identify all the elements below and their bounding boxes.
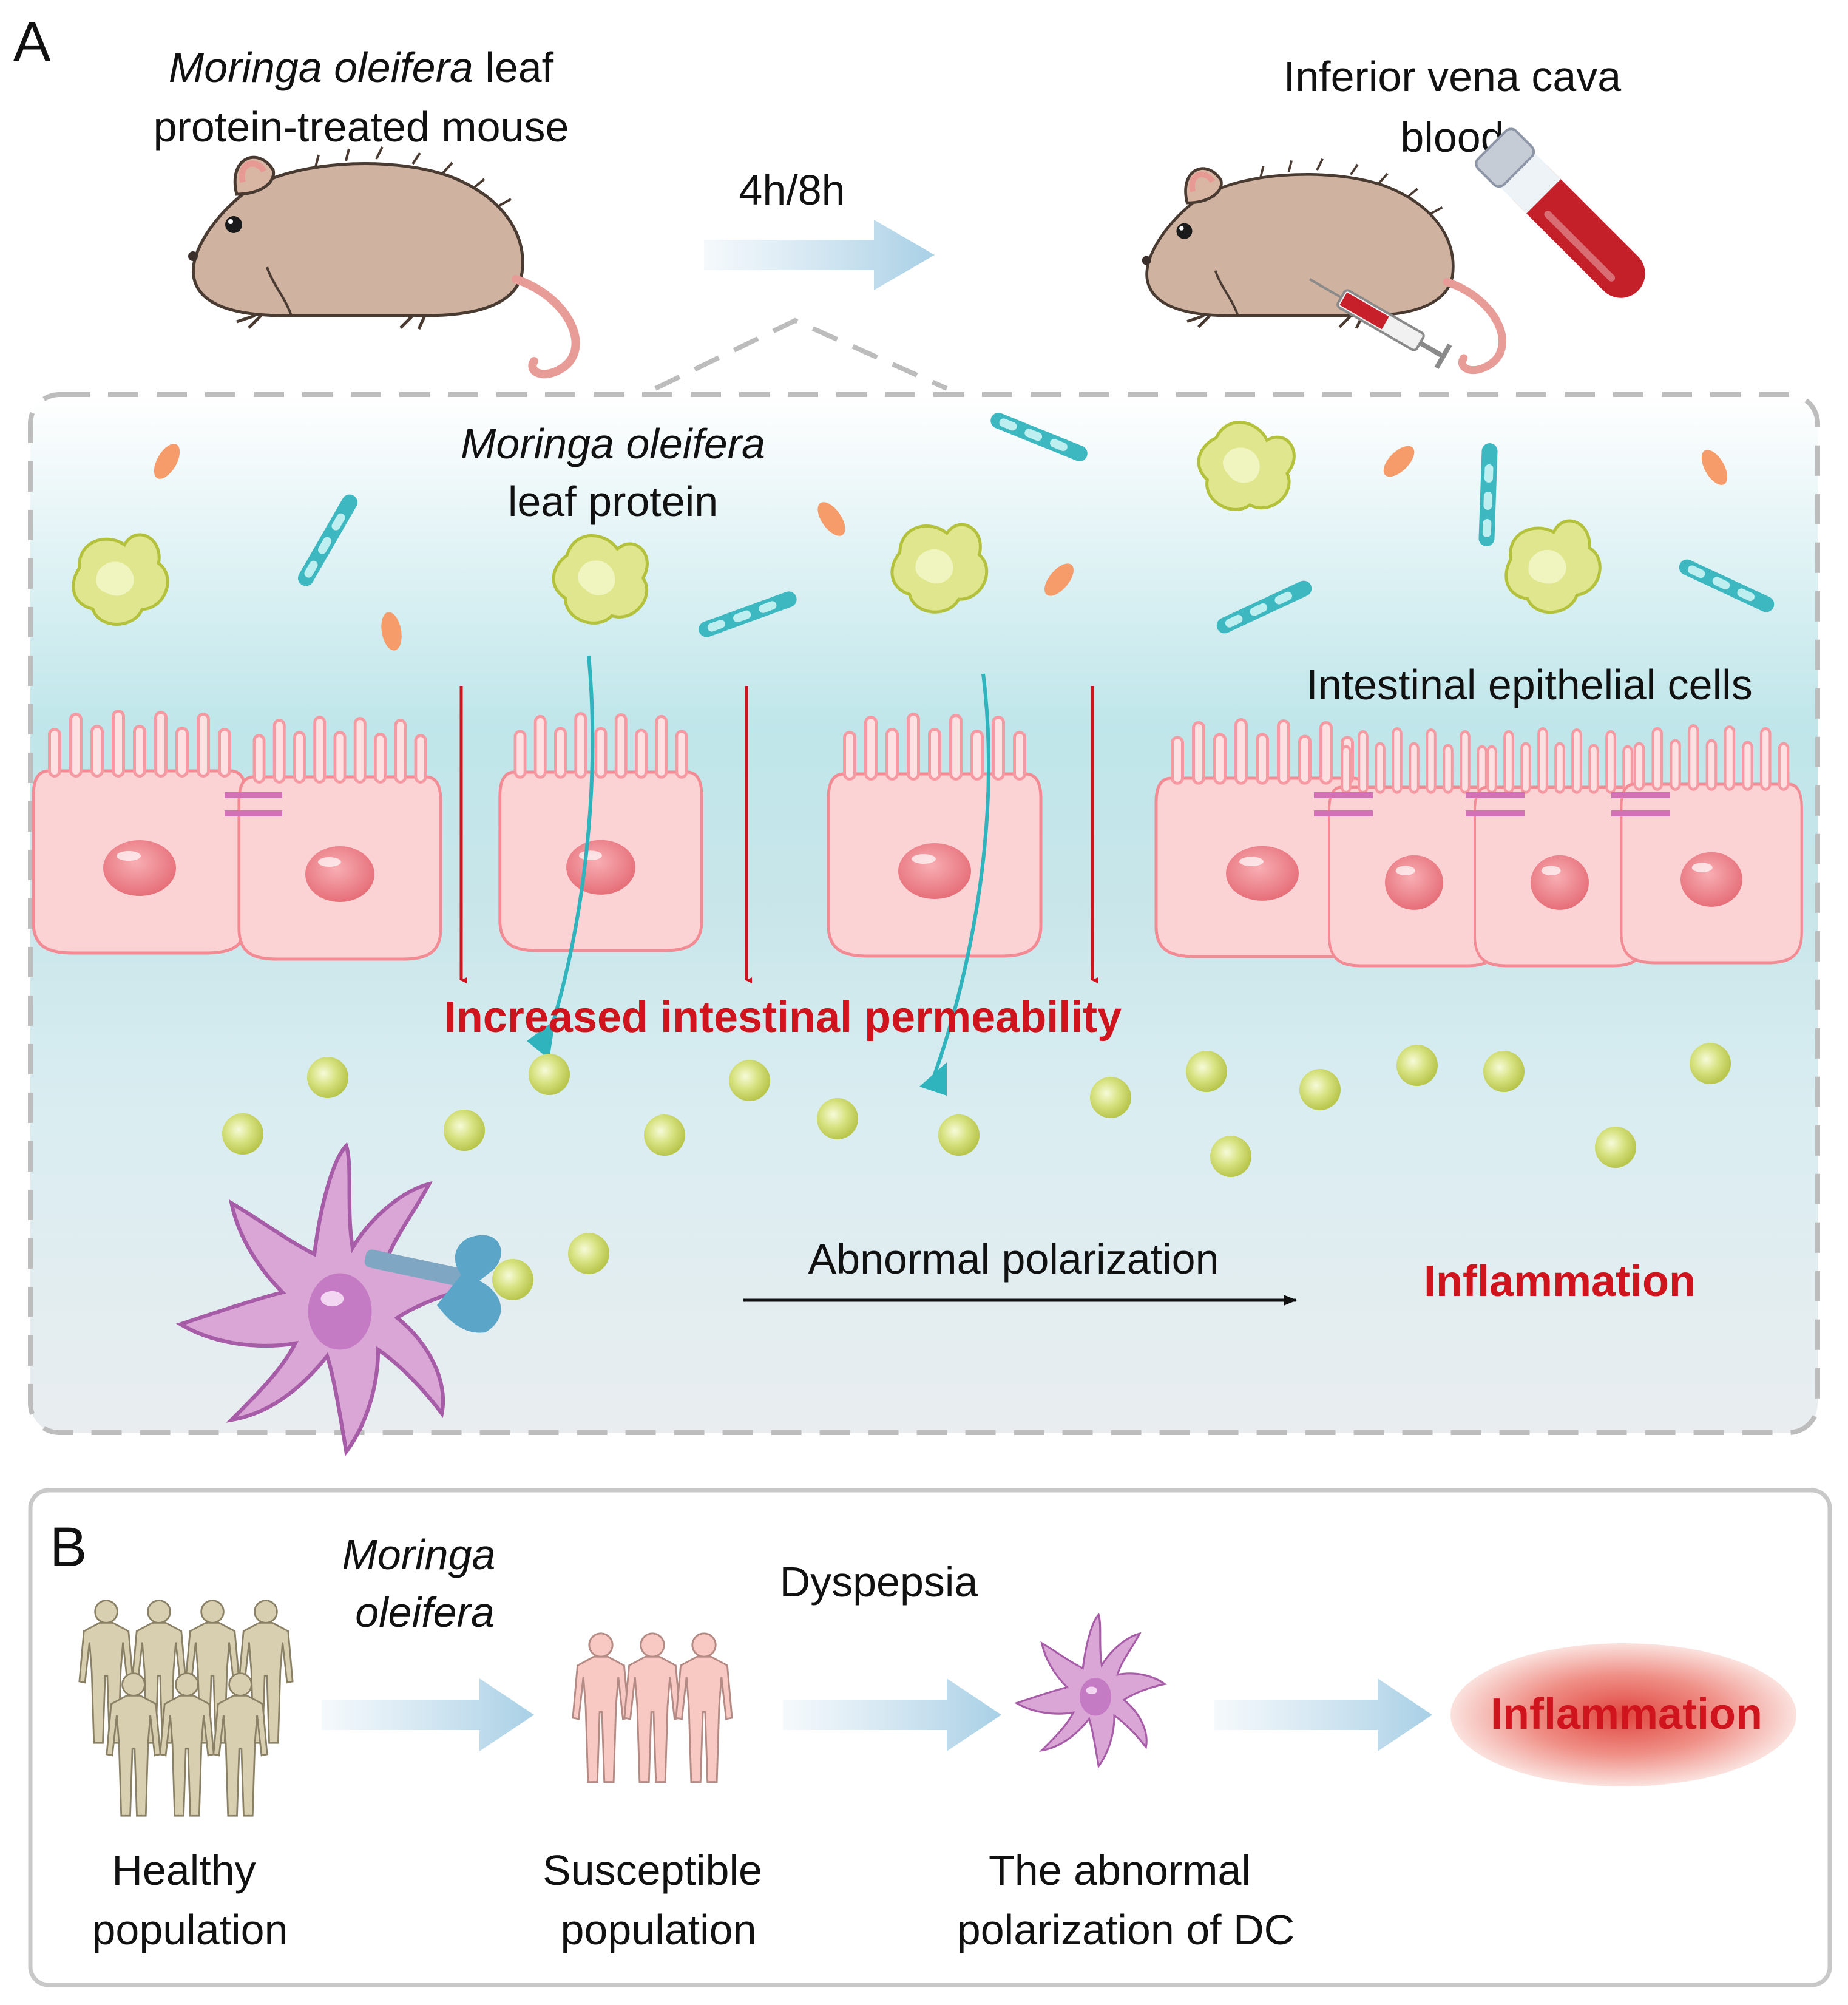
time-arrow [704,220,935,290]
susceptible-label-line2: population [560,1906,756,1953]
susceptible-label: Susceptible [543,1847,762,1894]
panel-letter-a: A [13,11,51,73]
mouse-icon [1142,159,1503,370]
receptor-icon [364,1235,501,1333]
moringa-label: Moringa [342,1531,496,1578]
flow-arrow-2 [783,1678,1001,1751]
permeability-label: Increased intestinal permeability [444,993,1122,1042]
arrowhead-2 [919,1062,947,1096]
blood-label: Inferior vena cava [1284,53,1621,100]
mouse-icon [188,147,576,374]
dc-label: The abnormal [989,1847,1251,1894]
inflammation-glow [1450,1643,1796,1786]
syringe-icon [1309,278,1452,370]
mouse-label-line2: protein-treated mouse [154,103,569,151]
inflammation-label-b: Inflammation [1491,1690,1762,1739]
protein-label: Moringa oleifera [461,420,765,467]
dyspepsia-label: Dyspepsia [780,1558,978,1606]
zoom-callout [654,317,948,391]
mouse-label: Moringa oleifera leaf [169,44,554,91]
protein-label-line2: leaf protein [508,478,718,525]
healthy-label-line2: population [92,1906,288,1953]
panel-b-frame [28,1488,1832,1987]
blood-tube-icon [1475,127,1645,298]
permeability-arrows [459,686,1098,983]
cells-label: Intestinal epithelial cells [1306,661,1752,708]
dc-label-line2: polarization of DC [957,1906,1295,1953]
healthy-label: Healthy [112,1847,256,1894]
arrowhead-1 [527,1020,555,1059]
tight-junctions [225,792,1670,816]
polarization-label: Abnormal polarization [808,1235,1219,1283]
moringa-label-line2: oleifera [355,1589,495,1636]
flow-arrow-3 [1214,1678,1432,1751]
inflammation-label-a: Inflammation [1424,1257,1696,1306]
protein-passage-arrows [544,655,990,1075]
time-label: 4h/8h [739,166,845,214]
flow-arrow-1 [322,1678,534,1751]
panel-letter-b: B [50,1516,87,1578]
